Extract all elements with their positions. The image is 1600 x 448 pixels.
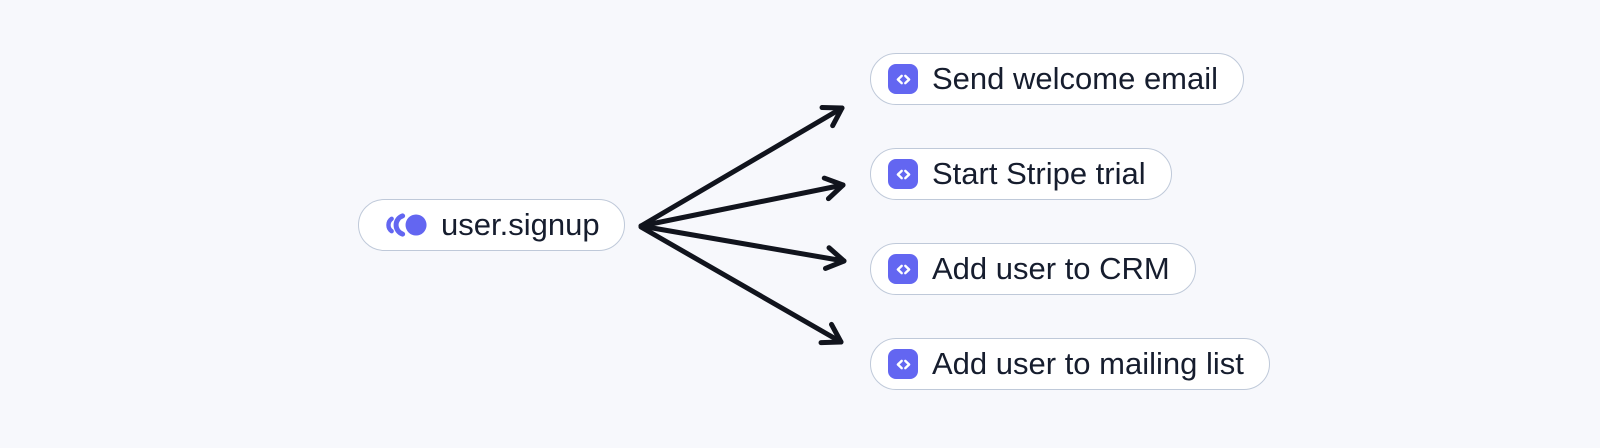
arrow-to-add-user-to-crm: [638, 223, 847, 271]
action-label: Add user to mailing list: [932, 345, 1244, 381]
arrow-to-start-stripe-trial: [638, 175, 846, 229]
action-node-start-stripe-trial[interactable]: Start Stripe trial: [870, 148, 1172, 200]
action-node-add-user-to-mailing-list[interactable]: Add user to mailing list: [870, 338, 1270, 390]
arrow-to-send-welcome-email: [638, 105, 845, 229]
trigger-node-user-signup[interactable]: user.signup: [358, 199, 625, 251]
code-icon: [888, 64, 918, 94]
arrow-to-add-user-to-mailing-list: [638, 224, 844, 346]
trigger-label: user.signup: [441, 206, 600, 242]
action-node-add-user-to-crm[interactable]: Add user to CRM: [870, 243, 1196, 295]
code-icon: [888, 349, 918, 379]
code-icon: [888, 254, 918, 284]
action-label: Add user to CRM: [932, 250, 1170, 286]
action-label: Start Stripe trial: [932, 155, 1146, 191]
action-node-send-welcome-email[interactable]: Send welcome email: [870, 53, 1245, 105]
event-pulse-icon: [386, 213, 427, 237]
code-icon: [888, 159, 918, 189]
action-label: Send welcome email: [932, 60, 1219, 96]
